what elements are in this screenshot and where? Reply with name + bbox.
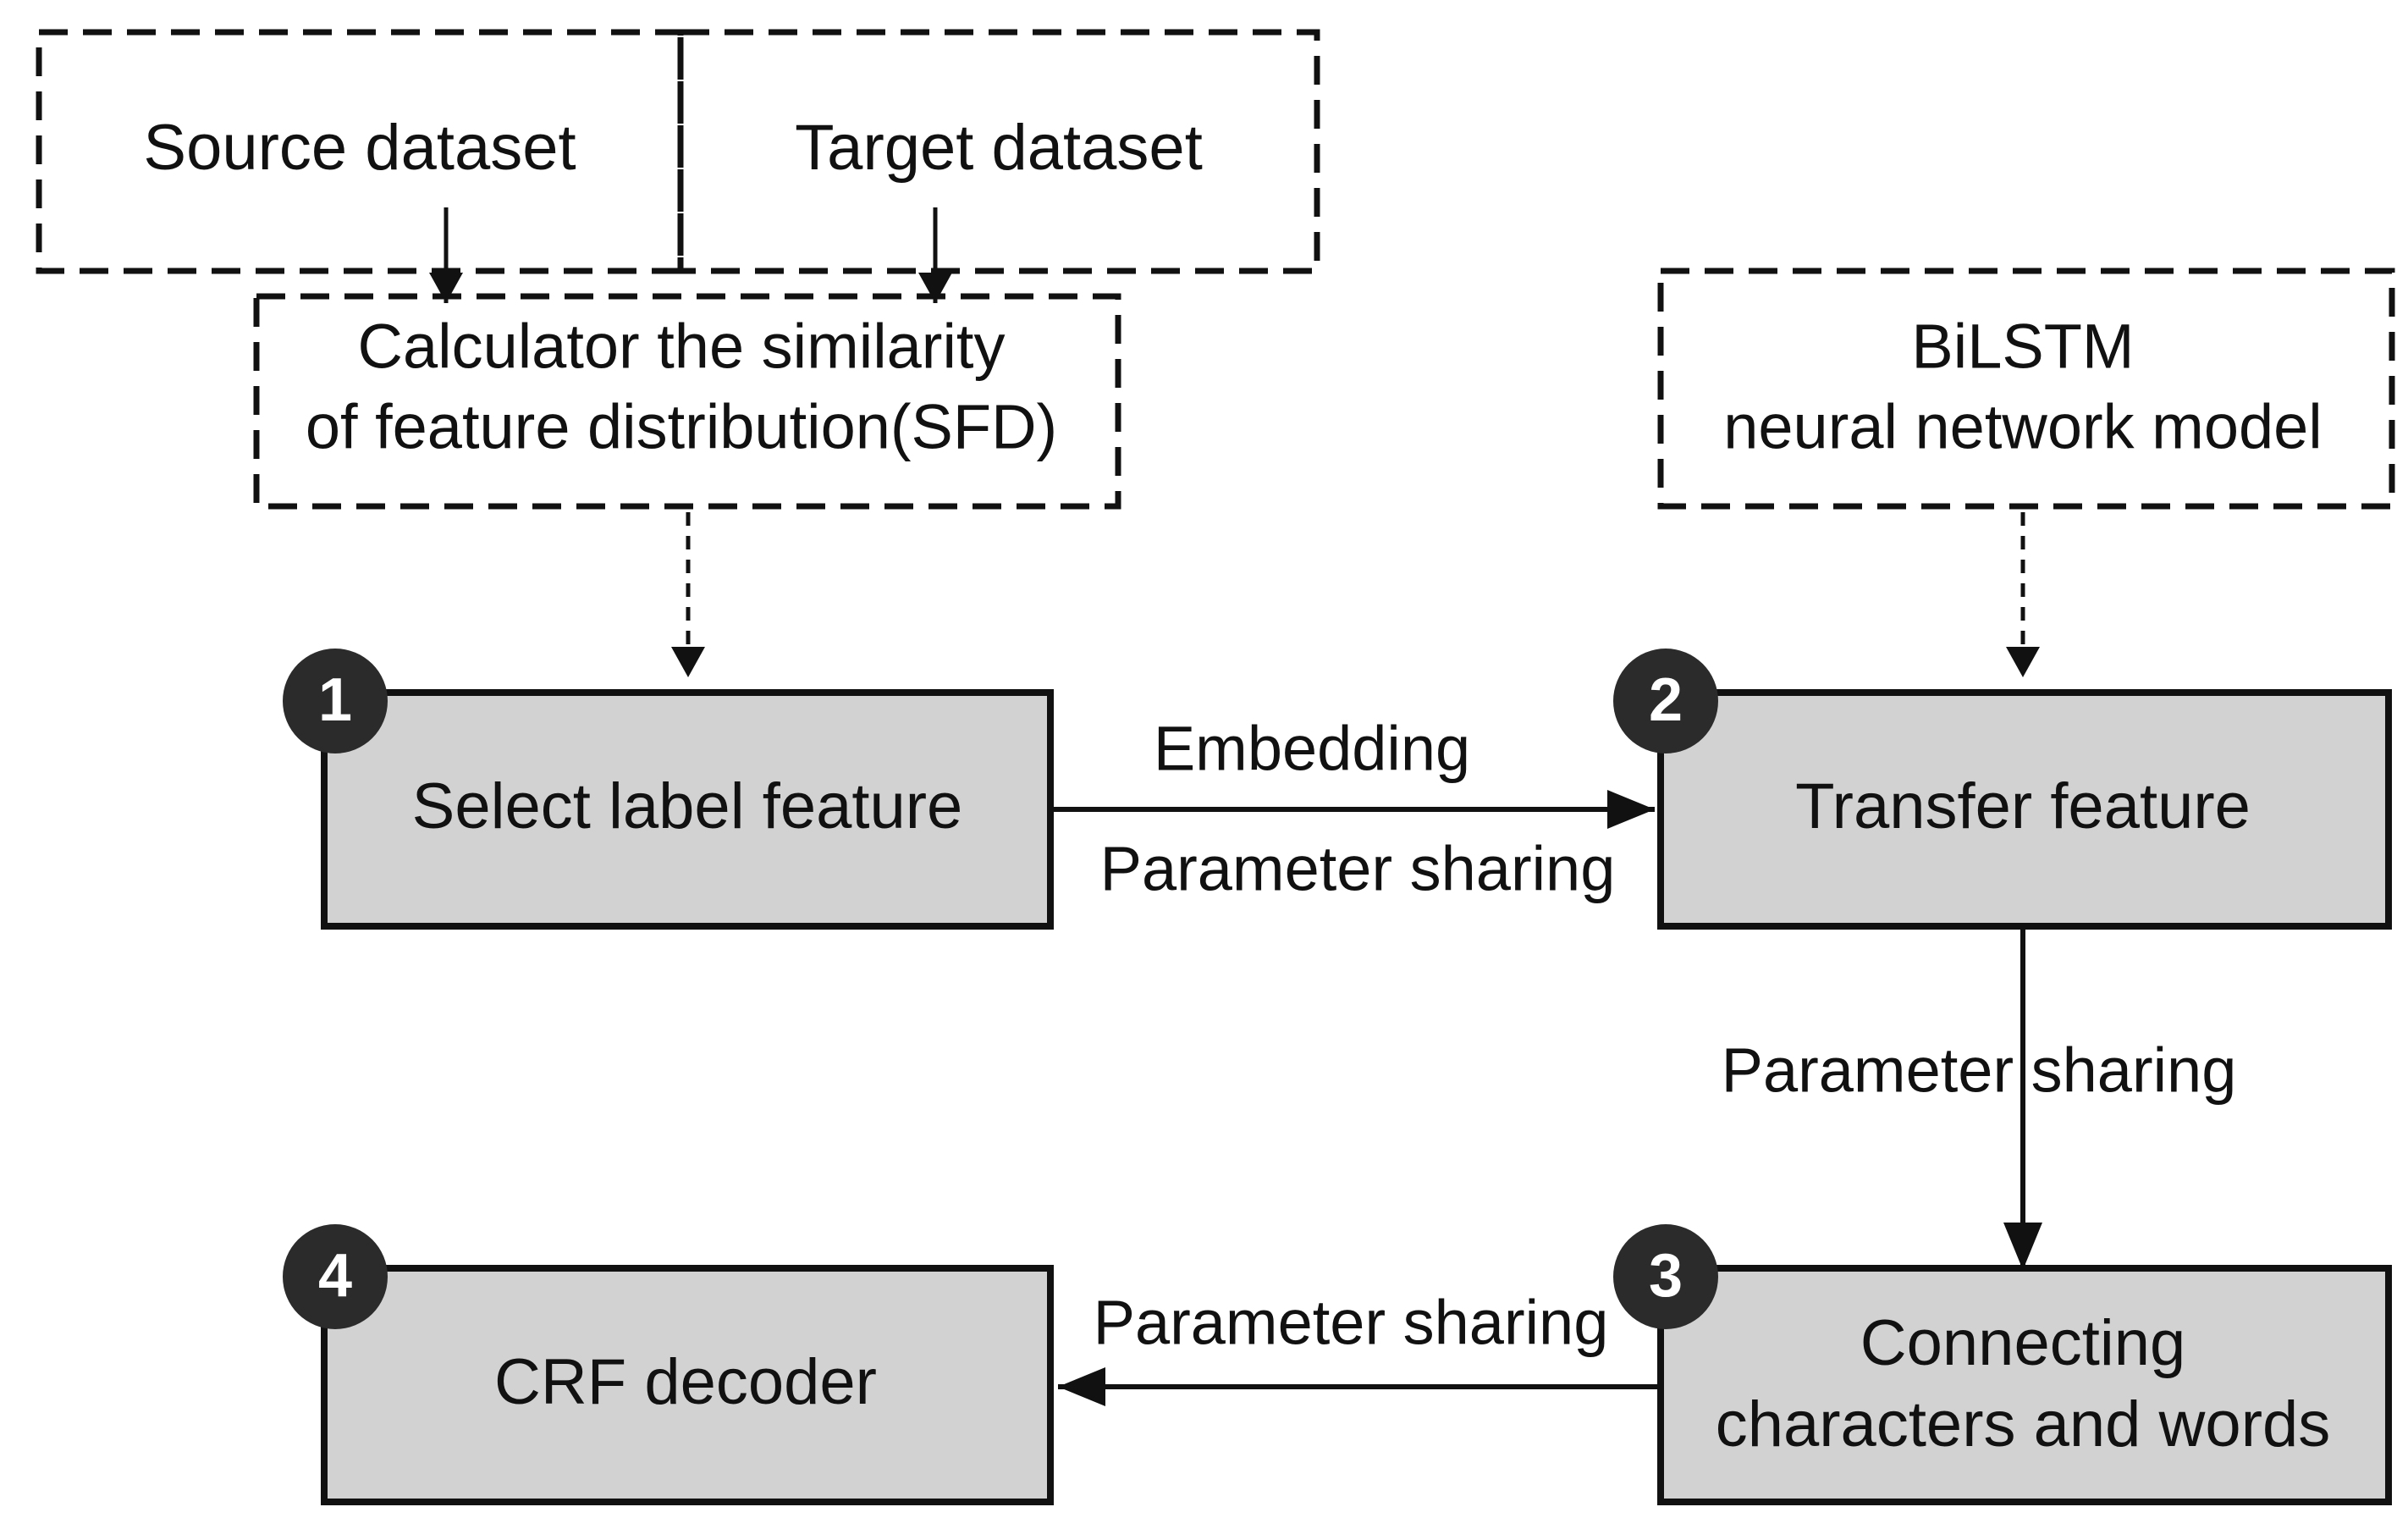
step1-badge: [283, 649, 388, 753]
target-dataset-box: [677, 29, 1320, 274]
step4-badge: [283, 1224, 388, 1329]
bilstm-box: [1657, 268, 2395, 510]
step4-box: [321, 1265, 1054, 1505]
bilstm-label-line2: neural network model: [1723, 392, 2322, 462]
source-dataset-label: Source dataset: [143, 112, 576, 184]
step4-number: 4: [318, 1242, 352, 1310]
step3-group: Connecting characters and words 3: [1613, 1224, 2392, 1505]
step1-label: Select label feature: [412, 770, 963, 842]
step1-group: Select label feature 1: [283, 649, 1054, 930]
step2-group: Transfer feature 2: [1613, 649, 2392, 930]
step4-group: CRF decoder 4: [283, 1224, 1054, 1505]
dataset-group: Source dataset Target dataset: [36, 29, 1320, 274]
sfd-label-line2: of feature distribution(SFD): [306, 392, 1057, 462]
bilstm-label-line1: BiLSTM: [1911, 312, 2134, 382]
step2-to-step3-label: Parameter sharing: [1722, 1035, 2237, 1106]
step2-box: [1657, 689, 2392, 930]
step3-box: [1657, 1265, 2392, 1505]
step1-to-step2-bottom-label: Parameter sharing: [1100, 834, 1616, 904]
step3-to-step4-label: Parameter sharing: [1094, 1288, 1609, 1358]
step2-label: Transfer feature: [1795, 770, 2251, 842]
step3-label-line1: Connecting: [1860, 1307, 2186, 1379]
step3-badge: [1613, 1224, 1718, 1329]
bilstm-box-group: BiLSTM neural network model: [1657, 268, 2395, 510]
sfd-box-group: Calculator the similarity of feature dis…: [253, 293, 1121, 510]
sfd-box: [253, 293, 1121, 510]
sfd-label-line1: Calculator the similarity: [358, 312, 1006, 382]
step2-badge: [1613, 649, 1718, 753]
step4-label: CRF decoder: [494, 1346, 877, 1418]
step2-number: 2: [1649, 666, 1683, 734]
step3-number: 3: [1649, 1242, 1683, 1310]
target-dataset-label: Target dataset: [795, 112, 1203, 184]
step1-to-step2-top-label: Embedding: [1154, 714, 1470, 784]
step3-label-line2: characters and words: [1716, 1388, 2331, 1460]
step1-number: 1: [318, 666, 352, 734]
